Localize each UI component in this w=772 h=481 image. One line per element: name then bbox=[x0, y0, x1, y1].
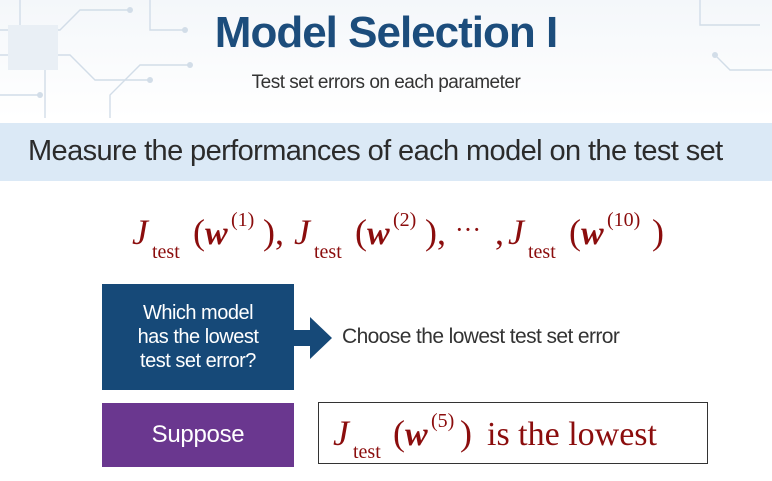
suppose-label: Suppose bbox=[151, 421, 245, 448]
formula-j-2: J bbox=[294, 212, 312, 252]
formula-j-3: J bbox=[508, 212, 526, 252]
formula-comma: , bbox=[495, 212, 504, 252]
formula-sup-1: (1) bbox=[231, 209, 254, 231]
formula-paren-open-2: ( bbox=[355, 212, 367, 252]
formula-sub-1: test bbox=[152, 241, 180, 263]
suppose-box: Suppose bbox=[102, 403, 294, 467]
slide-title: Model Selection I bbox=[214, 8, 558, 57]
slide-header: Model Selection I Test set errors on eac… bbox=[0, 0, 772, 118]
formula-paren-close-3: ) bbox=[652, 212, 664, 252]
result-sub: test bbox=[353, 441, 381, 463]
formula-paren-close-2: ), bbox=[425, 212, 446, 252]
choose-lowest-text: Choose the lowest test set error bbox=[342, 325, 620, 348]
formula-ellipsis: ··· bbox=[455, 215, 481, 244]
formula-sub-3: test bbox=[528, 241, 556, 263]
result-formula: J test ( w (5) ) is the lowest bbox=[333, 410, 658, 463]
arrow-right-icon bbox=[294, 317, 332, 359]
formula-sub-2: test bbox=[314, 241, 342, 263]
formula-sup-2: (2) bbox=[393, 209, 416, 231]
question-line-3: test set error? bbox=[140, 350, 256, 372]
question-box: Which model has the lowest test set erro… bbox=[102, 284, 294, 390]
result-j: J bbox=[333, 413, 351, 453]
question-line-1: Which model bbox=[142, 302, 254, 324]
result-sup: (5) bbox=[431, 410, 454, 432]
formula-paren-close-1: ), bbox=[263, 212, 284, 252]
formula-paren-open-1: ( bbox=[193, 212, 205, 252]
banner-background bbox=[0, 123, 772, 181]
banner-text: Measure the performances of each model o… bbox=[28, 135, 723, 167]
result-paren-close: ) bbox=[460, 413, 472, 453]
result-statement-box: J test ( w (5) ) is the lowest bbox=[318, 402, 708, 464]
question-line-2: has the lowest bbox=[137, 326, 259, 348]
formula-w-3: w bbox=[581, 215, 604, 252]
result-text: is the lowest bbox=[487, 416, 658, 453]
formula-j-1: J bbox=[132, 212, 150, 252]
formula-w-2: w bbox=[367, 215, 390, 252]
result-w: w bbox=[405, 416, 428, 453]
circuit-board-decoration bbox=[0, 0, 772, 118]
test-error-formula: J test ( w (1) ), J test ( w (2) ), ··· … bbox=[132, 209, 664, 263]
formula-w-1: w bbox=[205, 215, 228, 252]
result-paren-open: ( bbox=[393, 413, 405, 453]
formula-paren-open-3: ( bbox=[569, 212, 581, 252]
formula-sup-3: (10) bbox=[607, 209, 640, 231]
slide-subtitle: Test set errors on each parameter bbox=[251, 72, 521, 93]
